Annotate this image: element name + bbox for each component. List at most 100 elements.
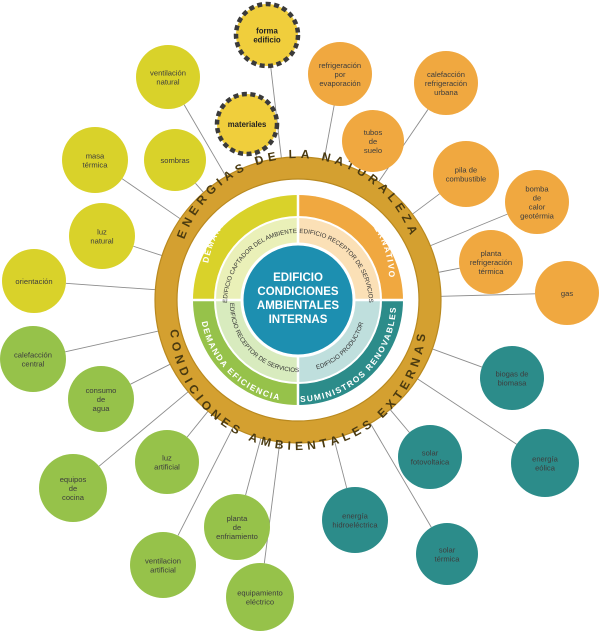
node-label-planta-enfriamiento-1: de <box>233 523 241 532</box>
node-label-calefaccion-central-1: central <box>22 359 45 368</box>
connector-energia-hidroelectrica <box>333 438 348 489</box>
node-label-luz-natural-1: natural <box>90 236 114 245</box>
core-line-4: INTERNAS <box>269 314 328 326</box>
node-circle-equipamiento-electrico <box>226 563 294 631</box>
core-line-3: AMBIENTALES <box>257 300 340 312</box>
connector-ventilacion-natural <box>183 104 227 177</box>
connector-luz-natural <box>133 245 163 257</box>
node-circle-pila-combustible <box>433 141 499 207</box>
node-label-luz-natural-0: luz <box>97 227 107 236</box>
connector-forma <box>270 65 282 159</box>
core-line-1: EDIFICIO <box>273 272 323 284</box>
node-label-refrigeracion-evaporacion-0: refrigeración <box>319 61 361 70</box>
node-label-bomba-calor-3: geotérmia <box>520 211 555 220</box>
node-circle-biogas <box>480 346 544 410</box>
node-label-calefaccion-urbana-1: refrigeración <box>425 79 467 88</box>
node-label-luz-artificial-0: luz <box>162 453 172 462</box>
connector-pila-combustible <box>412 193 440 215</box>
connector-lines <box>65 65 536 564</box>
node-label-tubos-suelo-2: suelo <box>364 146 382 155</box>
connector-planta-refrigeracion-termica <box>438 267 460 273</box>
node-circle-energia-hidroelectrica <box>322 487 388 553</box>
node-label-masa-termica-1: térmica <box>83 160 109 169</box>
core-label: EDIFICIO CONDICIONES AMBIENTALES INTERNA… <box>257 272 340 326</box>
connector-planta-enfriamiento <box>245 437 262 496</box>
node-circle-ventilacion-natural <box>136 45 200 109</box>
node-label-solar-fotovoltaica-1: fotovoltaica <box>411 457 450 466</box>
node-label-consumo-agua-0: consumo <box>86 386 117 395</box>
node-label-ventilacion-natural-1: natural <box>156 77 180 86</box>
node-label-equipos-cocina-0: equipos <box>60 475 87 484</box>
connector-solar-termica <box>369 423 432 528</box>
node-label-calefaccion-urbana-0: calefacción <box>427 70 465 79</box>
node-label-planta-refrigeracion-termica-2: térmica <box>479 267 505 276</box>
node-label-tubos-suelo-1: de <box>369 137 377 146</box>
node-label-luz-artificial-1: artificial <box>154 462 180 471</box>
node-label-equipamiento-electrico-1: eléctrico <box>246 597 274 606</box>
connector-equipos-cocina <box>98 391 189 467</box>
node-label-energia-eolica-1: eólica <box>535 463 556 472</box>
node-label-consumo-agua-2: agua <box>93 404 111 413</box>
connector-sombras <box>195 182 204 193</box>
node-label-refrigeracion-evaporacion-1: por <box>335 70 346 79</box>
node-label-orientacion-0: orientación <box>15 277 52 286</box>
node-circle-luz-artificial <box>135 430 199 494</box>
node-label-tubos-suelo-0: tubos <box>364 128 383 137</box>
connector-biogas <box>432 348 483 368</box>
node-sombras: sombras <box>144 129 206 191</box>
node-circle-consumo-agua <box>68 366 134 432</box>
node-orientacion: orientación <box>2 249 66 313</box>
connector-luz-artificial <box>186 410 209 438</box>
node-label-refrigeracion-evaporacion-2: evaporación <box>319 79 360 88</box>
node-label-solar-fotovoltaica-0: solar <box>422 448 439 457</box>
node-label-calefaccion-central-0: calefacción <box>14 350 52 359</box>
node-label-calefaccion-urbana-2: urbana <box>434 88 458 97</box>
node-label-equipos-cocina-1: de <box>69 484 77 493</box>
connector-calefaccion-central <box>65 330 159 353</box>
node-label-solar-termica-1: térmica <box>435 554 461 563</box>
node-label-consumo-agua-1: de <box>97 395 105 404</box>
node-circle-calefaccion-central <box>0 326 66 392</box>
node-circle-materiales <box>214 91 280 157</box>
node-gas: gas <box>535 261 599 325</box>
node-label-biogas-1: biomasa <box>498 378 527 387</box>
core-line-2: CONDICIONES <box>257 286 338 298</box>
connector-equipamiento-electrico <box>263 441 281 564</box>
node-circle-gas <box>535 261 599 325</box>
node-label-forma-1: edificio <box>253 35 281 44</box>
outer-ring-edge <box>154 156 442 444</box>
node-label-solar-termica-0: solar <box>439 545 456 554</box>
node-label-ventilacion-artificial-0: ventilacion <box>145 556 181 565</box>
node-circle-energia-eolica <box>511 429 579 497</box>
connector-energia-eolica <box>417 378 517 445</box>
node-label-masa-termica-0: masa <box>86 151 105 160</box>
node-circle-ventilacion-artificial <box>130 532 196 598</box>
node-circle-luz-natural <box>69 203 135 269</box>
node-label-planta-refrigeracion-termica-1: refrigeración <box>470 258 512 267</box>
node-materiales: materiales <box>214 91 280 157</box>
connector-bomba-calor <box>430 213 508 247</box>
connector-consumo-agua <box>130 363 171 385</box>
node-circle-solar-termica <box>416 523 478 585</box>
node-label-energia-hidroelectrica-1: hidroeléctrica <box>332 520 378 529</box>
node-circle-solar-fotovoltaica <box>398 425 462 489</box>
node-circle-tubos-suelo <box>342 110 404 172</box>
